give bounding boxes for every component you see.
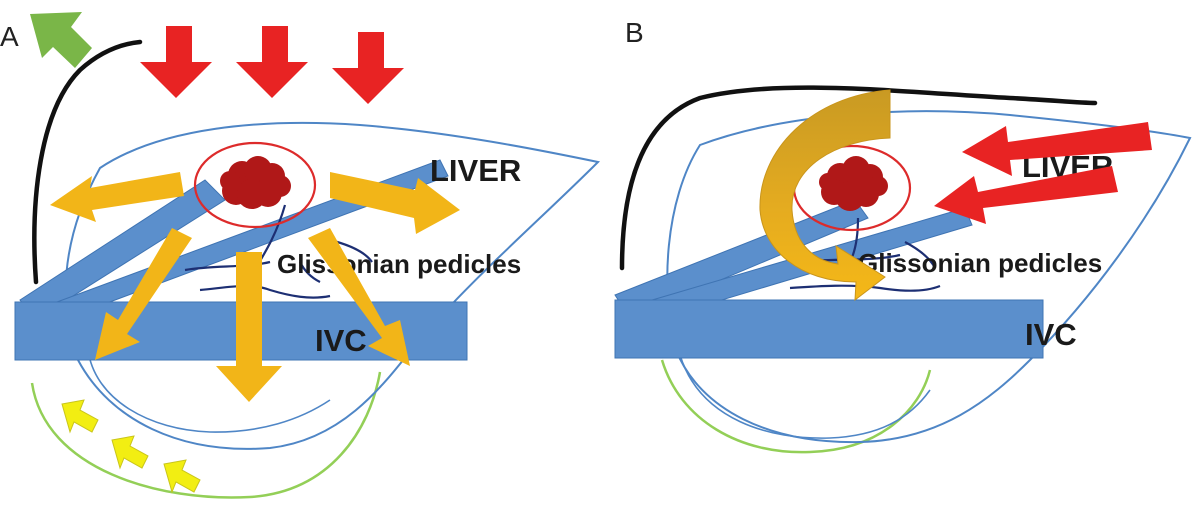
spread-arrows <box>50 172 460 402</box>
spread-arrow <box>50 172 184 222</box>
panel-a: A IVC LIVER <box>0 12 601 499</box>
diaphragm-curve <box>32 39 143 285</box>
spread-arrow <box>330 172 460 234</box>
pressure-arrow <box>332 32 404 104</box>
panel-letter: B <box>625 17 644 48</box>
lift-arrow <box>30 12 92 68</box>
liver-label: LIVER <box>430 153 521 188</box>
ivc-label: IVC <box>315 323 367 358</box>
pressure-arrow <box>962 122 1152 176</box>
lower-membrane <box>660 359 932 454</box>
spread-arrow <box>308 228 410 366</box>
pressure-arrow <box>934 166 1118 224</box>
spread-arrow <box>95 228 192 360</box>
panel-b: B IVC LIVER Gliss <box>614 17 1192 454</box>
small-arrows <box>61 399 201 494</box>
pedicles-label: Glissonian pedicles <box>858 248 1102 278</box>
tumor-ring <box>193 141 317 229</box>
lower-membrane <box>30 371 382 499</box>
spread-arrow <box>216 252 282 402</box>
liver-inner-outline <box>679 354 931 439</box>
small-arrow <box>163 459 201 494</box>
pressure-arrows <box>934 122 1152 224</box>
ivc-bar <box>614 299 1044 359</box>
small-arrow <box>111 435 149 470</box>
pressure-arrows <box>140 26 404 104</box>
ivc-label: IVC <box>1025 317 1077 352</box>
liver-inner-outline <box>87 349 331 433</box>
pressure-arrow <box>140 26 212 98</box>
pressure-arrow <box>236 26 308 98</box>
small-arrow <box>61 399 99 434</box>
curved-arrow <box>759 89 891 302</box>
panel-letter: A <box>0 21 19 52</box>
tumor <box>819 156 888 211</box>
tumor <box>220 156 291 209</box>
diaphragm-curve <box>619 85 1098 271</box>
pedicles-label: Glissonian pedicles <box>277 249 521 279</box>
